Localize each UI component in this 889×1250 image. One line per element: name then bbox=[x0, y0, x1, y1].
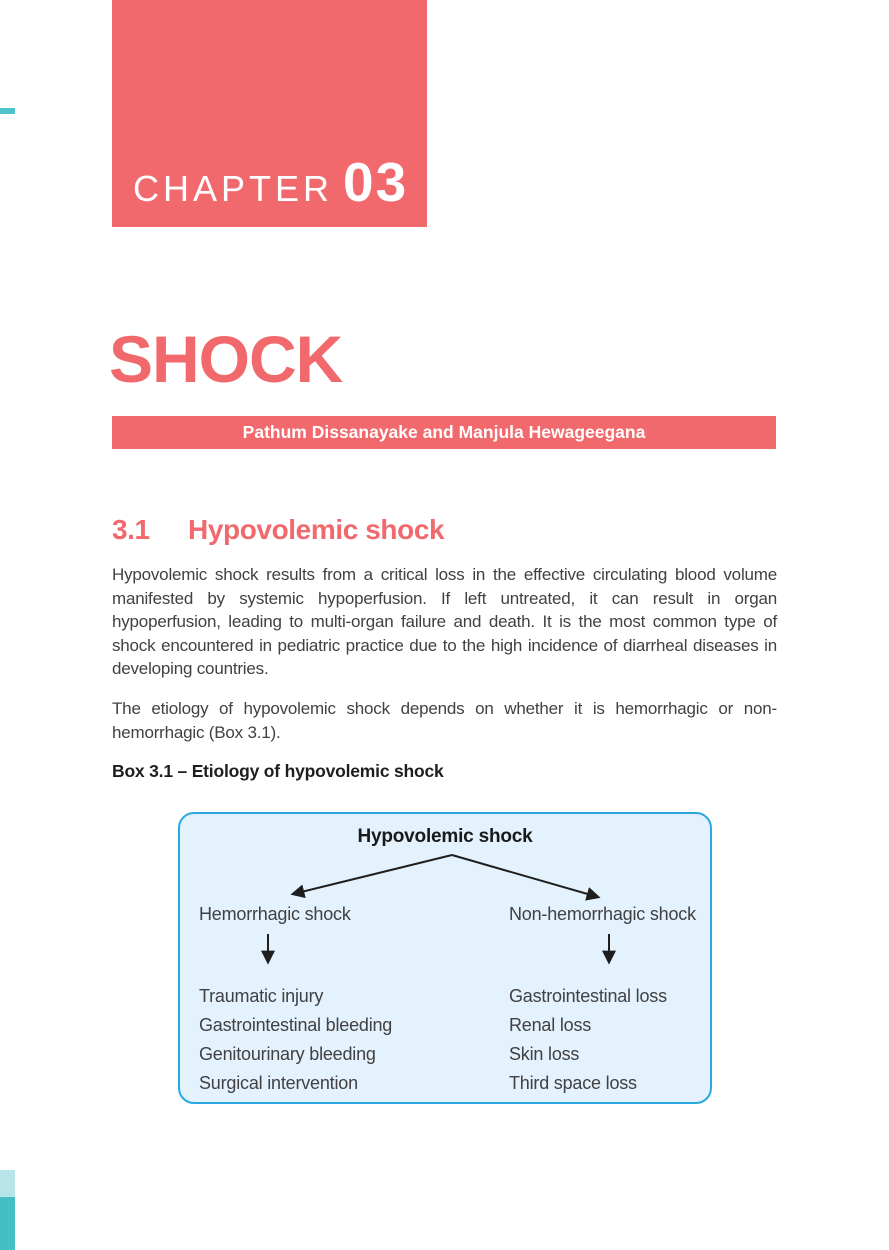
paragraph-etiology: The etiology of hypovolemic shock depend… bbox=[112, 699, 777, 742]
branch-non-hemorrhagic-items: Gastrointestinal loss Renal loss Skin lo… bbox=[509, 982, 667, 1098]
branch-hemorrhagic-items: Traumatic injury Gastrointestinal bleedi… bbox=[199, 982, 392, 1098]
chapter-label: CHAPTER bbox=[133, 168, 334, 209]
list-item: Renal loss bbox=[509, 1015, 592, 1035]
paragraph-intro: Hypovolemic shock results from a critica… bbox=[112, 565, 777, 679]
list-item: Gastrointestinal loss bbox=[509, 986, 667, 1006]
list-item: Skin loss bbox=[509, 1044, 580, 1064]
flowchart-arrows-icon bbox=[261, 854, 616, 965]
section-title: Hypovolemic shock bbox=[188, 514, 445, 545]
page-edge-mark-bottom-dark bbox=[0, 1197, 15, 1250]
page-edge-mark-bottom-light bbox=[0, 1170, 15, 1197]
section-heading: 3.1 Hypovolemic shock bbox=[112, 514, 445, 546]
list-item: Traumatic injury bbox=[199, 986, 324, 1006]
box-caption: Box 3.1 – Etiology of hypovolemic shock bbox=[112, 761, 444, 781]
etiology-flowchart: Hypovolemic shock Hemorrhagic shock Non-… bbox=[178, 812, 712, 1104]
list-item: Genitourinary bleeding bbox=[199, 1044, 376, 1064]
page-edge-mark-top bbox=[0, 108, 15, 114]
chapter-number: 03 bbox=[343, 151, 409, 213]
list-item: Gastrointestinal bleeding bbox=[199, 1015, 393, 1035]
chapter-title: SHOCK bbox=[109, 322, 343, 396]
authors-bar: Pathum Dissanayake and Manjula Hewageega… bbox=[112, 416, 776, 449]
list-item: Surgical intervention bbox=[199, 1073, 358, 1093]
chapter-banner: CHAPTER 03 bbox=[112, 0, 427, 227]
flowchart-root-node: Hypovolemic shock bbox=[357, 826, 533, 847]
branch-hemorrhagic-title: Hemorrhagic shock bbox=[199, 904, 351, 924]
authors-text: Pathum Dissanayake and Manjula Hewageega… bbox=[242, 422, 646, 442]
chapter-line: CHAPTER 03 bbox=[133, 150, 408, 214]
branch-non-hemorrhagic-title: Non-hemorrhagic shock bbox=[509, 904, 696, 924]
list-item: Third space loss bbox=[509, 1073, 637, 1093]
section-number: 3.1 bbox=[112, 514, 150, 545]
